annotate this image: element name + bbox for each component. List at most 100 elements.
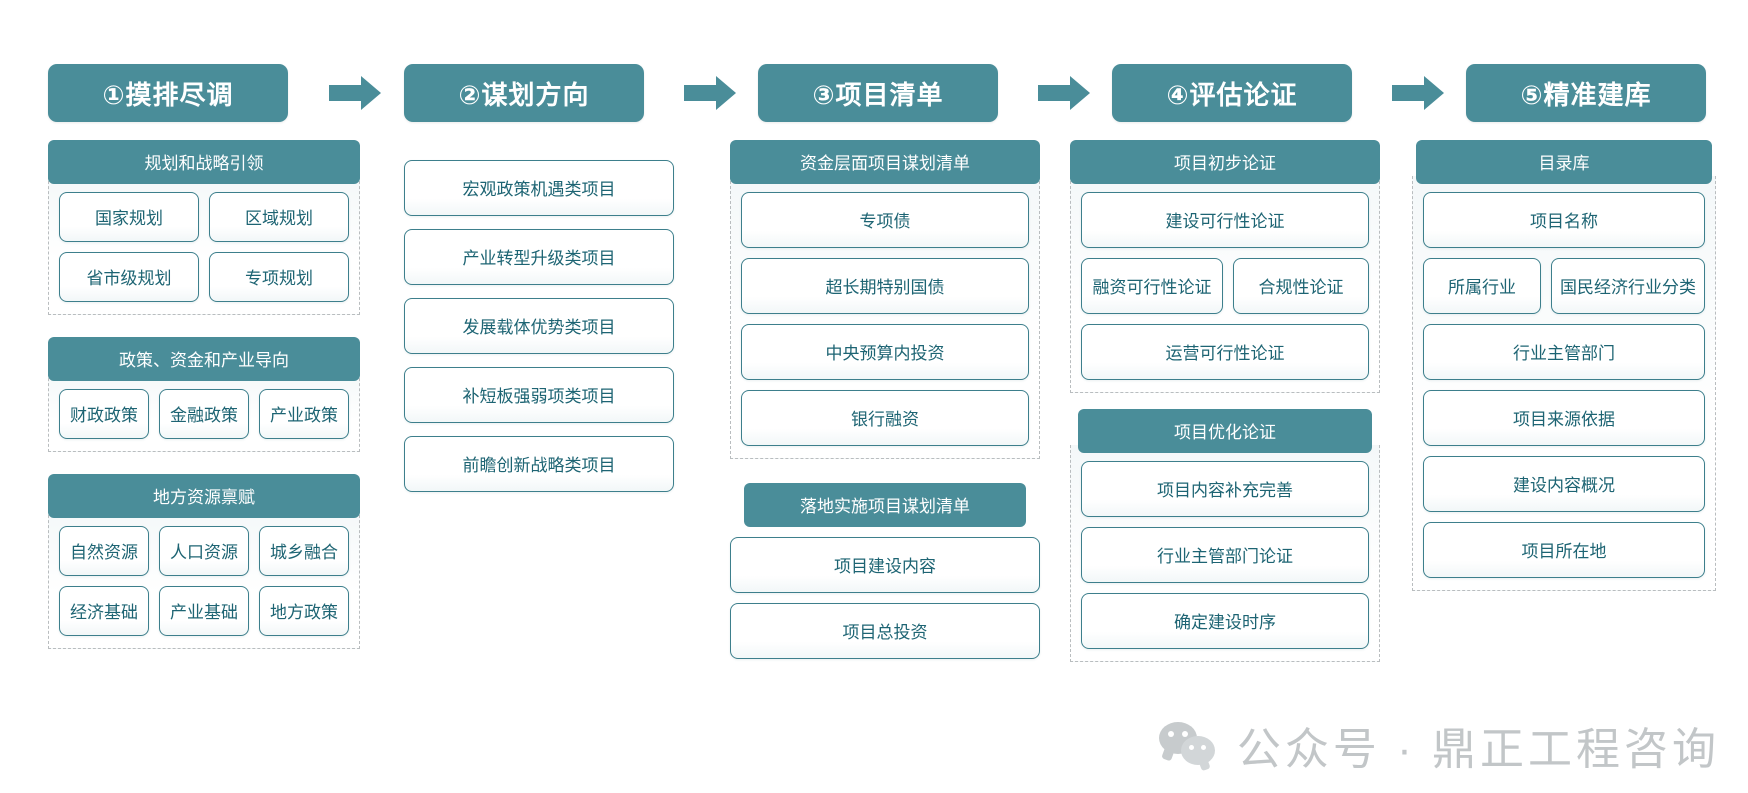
stage-header-2[interactable]: ②谋划方向 [404,64,644,122]
item-box[interactable]: 行业主管部门论证 [1081,527,1369,583]
group-title: 规划和战略引领 [48,140,360,184]
column-1: 规划和战略引领 国家规划 区域规划 省市级规划 专项规划 政策、资金和产业导向 [48,140,360,663]
item-box[interactable]: 宏观政策机遇类项目 [404,160,674,216]
group-title: 地方资源禀赋 [48,474,360,518]
item-box[interactable]: 地方政策 [259,586,349,636]
item-box[interactable]: 前瞻创新战略类项目 [404,436,674,492]
item-box[interactable]: 确定建设时序 [1081,593,1369,649]
group-implementation-list: 落地实施项目谋划清单 项目建设内容 项目总投资 [730,483,1040,659]
item-row: 省市级规划 专项规划 [59,252,349,302]
item-row: 行业主管部门 [1423,324,1705,380]
item-box[interactable]: 经济基础 [59,586,149,636]
group-title: 落地实施项目谋划清单 [744,483,1026,527]
item-box[interactable]: 城乡融合 [259,526,349,576]
item-box[interactable]: 融资可行性论证 [1081,258,1223,314]
item-box[interactable]: 项目所在地 [1423,522,1705,578]
stage-header-3[interactable]: ③项目清单 [758,64,998,122]
item-box[interactable]: 中央预算内投资 [741,324,1029,380]
stage-arrow-2 [644,76,758,110]
stage-header-3-label: ③项目清单 [812,79,944,110]
group-title: 项目优化论证 [1078,409,1372,453]
item-row: 中央预算内投资 [741,324,1029,380]
item-box[interactable]: 财政政策 [59,389,149,439]
item-row: 财政政策 金融政策 产业政策 [59,389,349,439]
column-5: 目录库 项目名称 所属行业 国民经济行业分类 行业主管部门 项目来源依据 建设内… [1412,140,1716,605]
group-body: 项目建设内容 项目总投资 [730,527,1040,659]
item-box[interactable]: 补短板强弱项类项目 [404,367,674,423]
watermark: 公众号 · 鼎正工程咨询 [1158,713,1720,777]
group-body: 专项债 超长期特别国债 中央预算内投资 银行融资 [730,176,1040,459]
item-box[interactable]: 所属行业 [1423,258,1541,314]
group-body: 国家规划 区域规划 省市级规划 专项规划 [48,176,360,315]
item-box[interactable]: 国民经济行业分类 [1551,258,1705,314]
item-box[interactable]: 建设可行性论证 [1081,192,1369,248]
group-funding-list: 资金层面项目谋划清单 专项债 超长期特别国债 中央预算内投资 银行融资 [730,140,1040,459]
item-box[interactable]: 区域规划 [209,192,349,242]
group-body: 项目名称 所属行业 国民经济行业分类 行业主管部门 项目来源依据 建设内容概况 … [1412,176,1716,591]
item-box[interactable]: 超长期特别国债 [741,258,1029,314]
stage-columns: 规划和战略引领 国家规划 区域规划 省市级规划 专项规划 政策、资金和产业导向 [0,140,1748,790]
item-row: 项目来源依据 [1423,390,1705,446]
item-row: 行业主管部门论证 [1081,527,1369,583]
group-body: 财政政策 金融政策 产业政策 [48,373,360,452]
item-box[interactable]: 发展载体优势类项目 [404,298,674,354]
item-box[interactable]: 省市级规划 [59,252,199,302]
group-title: 项目初步论证 [1070,140,1380,184]
item-box[interactable]: 产业政策 [259,389,349,439]
item-box[interactable]: 行业主管部门 [1423,324,1705,380]
item-box[interactable]: 产业基础 [159,586,249,636]
stage-arrow-1 [288,76,404,110]
item-box[interactable]: 国家规划 [59,192,199,242]
item-row: 经济基础 产业基础 地方政策 [59,586,349,636]
stage-header-2-label: ②谋划方向 [458,79,590,110]
item-box[interactable]: 自然资源 [59,526,149,576]
stage-header-1[interactable]: ①摸排尽调 [48,64,288,122]
group-body: 自然资源 人口资源 城乡融合 经济基础 产业基础 地方政策 [48,510,360,649]
stage-arrow-4 [1352,76,1466,110]
stage-header-5-label: ⑤精准建库 [1520,79,1652,110]
item-row: 国家规划 区域规划 [59,192,349,242]
item-box[interactable]: 人口资源 [159,526,249,576]
item-box[interactable]: 项目内容补充完善 [1081,461,1369,517]
item-box[interactable]: 产业转型升级类项目 [404,229,674,285]
project-direction-list: 宏观政策机遇类项目 产业转型升级类项目 发展载体优势类项目 补短板强弱项类项目 … [404,140,674,492]
stage-header-5[interactable]: ⑤精准建库 [1466,64,1706,122]
item-box[interactable]: 项目名称 [1423,192,1705,248]
item-box[interactable]: 运营可行性论证 [1081,324,1369,380]
group-body: 项目内容补充完善 行业主管部门论证 确定建设时序 [1070,445,1380,662]
stage-header-4-label: ④评估论证 [1166,79,1298,110]
right-arrow-icon [329,76,381,110]
item-box[interactable]: 合规性论证 [1233,258,1369,314]
group-title: 资金层面项目谋划清单 [730,140,1040,184]
item-row: 项目所在地 [1423,522,1705,578]
group-title: 目录库 [1416,140,1712,184]
group-preliminary-review: 项目初步论证 建设可行性论证 融资可行性论证 合规性论证 运营可行性论证 [1070,140,1380,393]
item-box[interactable]: 项目总投资 [730,603,1040,659]
item-row: 项目名称 [1423,192,1705,248]
item-row: 项目总投资 [730,603,1040,659]
group-body: 建设可行性论证 融资可行性论证 合规性论证 运营可行性论证 [1070,176,1380,393]
right-arrow-icon [1038,76,1090,110]
item-box[interactable]: 金融政策 [159,389,249,439]
group-local-resources: 地方资源禀赋 自然资源 人口资源 城乡融合 经济基础 产业基础 地方政策 [48,474,360,649]
right-arrow-icon [684,76,736,110]
item-box[interactable]: 专项债 [741,192,1029,248]
watermark-text: 公众号 · 鼎正工程咨询 [1236,725,1720,774]
right-arrow-icon [1392,76,1444,110]
column-3: 资金层面项目谋划清单 专项债 超长期特别国债 中央预算内投资 银行融资 落地实施… [730,140,1040,673]
group-catalog-library: 目录库 项目名称 所属行业 国民经济行业分类 行业主管部门 项目来源依据 建设内… [1412,140,1716,591]
group-optimization-review: 项目优化论证 项目内容补充完善 行业主管部门论证 确定建设时序 [1070,409,1380,662]
stage-header-4[interactable]: ④评估论证 [1112,64,1352,122]
group-planning-strategy: 规划和战略引领 国家规划 区域规划 省市级规划 专项规划 [48,140,360,315]
stage-header-row: ①摸排尽调 ②谋划方向 ③项目清单 ④评估论证 ⑤精准建库 [0,54,1748,132]
item-box[interactable]: 专项规划 [209,252,349,302]
item-box[interactable]: 建设内容概况 [1423,456,1705,512]
item-row: 融资可行性论证 合规性论证 [1081,258,1369,314]
item-row: 所属行业 国民经济行业分类 [1423,258,1705,314]
item-box[interactable]: 项目建设内容 [730,537,1040,593]
group-policy-capital-industry: 政策、资金和产业导向 财政政策 金融政策 产业政策 [48,337,360,452]
wechat-icon [1158,722,1221,768]
item-box[interactable]: 项目来源依据 [1423,390,1705,446]
item-box[interactable]: 银行融资 [741,390,1029,446]
